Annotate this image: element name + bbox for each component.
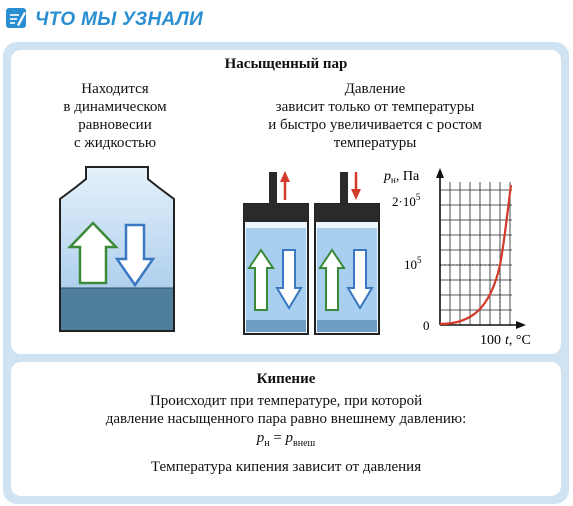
pressure-line-4: температуры <box>333 135 417 151</box>
origin-label: 0 <box>423 318 430 333</box>
pencil-checklist-icon <box>5 7 27 29</box>
evaporation-up-arrow-icon <box>67 221 119 285</box>
piston-down-arrow-icon <box>351 172 361 200</box>
boiling-formula: pн = pвнеш <box>11 429 561 453</box>
equilibrium-line-4: с жидкостью <box>73 135 157 151</box>
saturated-vapor-title: Насыщенный пар <box>224 56 348 72</box>
equilibrium-line-3: равновесии <box>78 117 152 133</box>
jar-illustration <box>59 166 175 332</box>
formula-rhs: p <box>285 430 294 446</box>
pressure-text: Давление зависит только от температуры и… <box>225 80 525 152</box>
condensation-down-arrow-icon <box>275 249 303 310</box>
formula-equals: = <box>269 430 286 446</box>
evaporation-up-arrow-icon <box>318 248 346 311</box>
piston-cylinder-compressed <box>243 171 309 335</box>
header: ЧТО МЫ УЗНАЛИ <box>0 0 573 40</box>
y-axis-arrow-icon <box>436 168 444 178</box>
equilibrium-line-1: Находится <box>81 81 149 97</box>
x-axis-arrow-icon <box>516 321 526 329</box>
boiling-line-1: Происходит при температуре, при которой <box>149 393 423 409</box>
evaporation-up-arrow-icon <box>247 248 275 311</box>
boiling-panel <box>11 362 561 496</box>
pressure-line-2: зависит только от температуры <box>275 99 475 115</box>
y-axis-label: pн, Па <box>383 169 420 185</box>
formula-lhs: p <box>256 430 265 446</box>
condensation-down-arrow-icon <box>114 223 156 288</box>
piston-up-arrow-icon <box>280 171 290 200</box>
boiling-line-2: давление насыщенного пара равно внешнему… <box>105 411 467 427</box>
y-tick-top: 2·105 <box>392 192 421 209</box>
y-tick-mid: 105 <box>404 255 422 272</box>
equilibrium-text: Находится в динамическом равновесии с жи… <box>40 80 190 152</box>
condensation-down-arrow-icon <box>346 249 374 310</box>
pressure-line-1: Давление <box>344 81 406 97</box>
equilibrium-line-2: в динамическом <box>63 99 167 115</box>
formula-lhs-sub: н <box>264 438 270 449</box>
boiling-conclusion: Температура кипения зависит от давления <box>150 459 422 475</box>
formula-rhs-sub: внеш <box>293 438 316 449</box>
saturation-pressure-curve <box>439 184 513 326</box>
pressure-line-3: и быстро увеличивается с ростом <box>268 117 482 133</box>
section-title: ЧТО МЫ УЗНАЛИ <box>35 9 204 30</box>
boiling-title: Кипение <box>256 371 316 387</box>
piston-cylinder-expanded <box>314 172 380 335</box>
